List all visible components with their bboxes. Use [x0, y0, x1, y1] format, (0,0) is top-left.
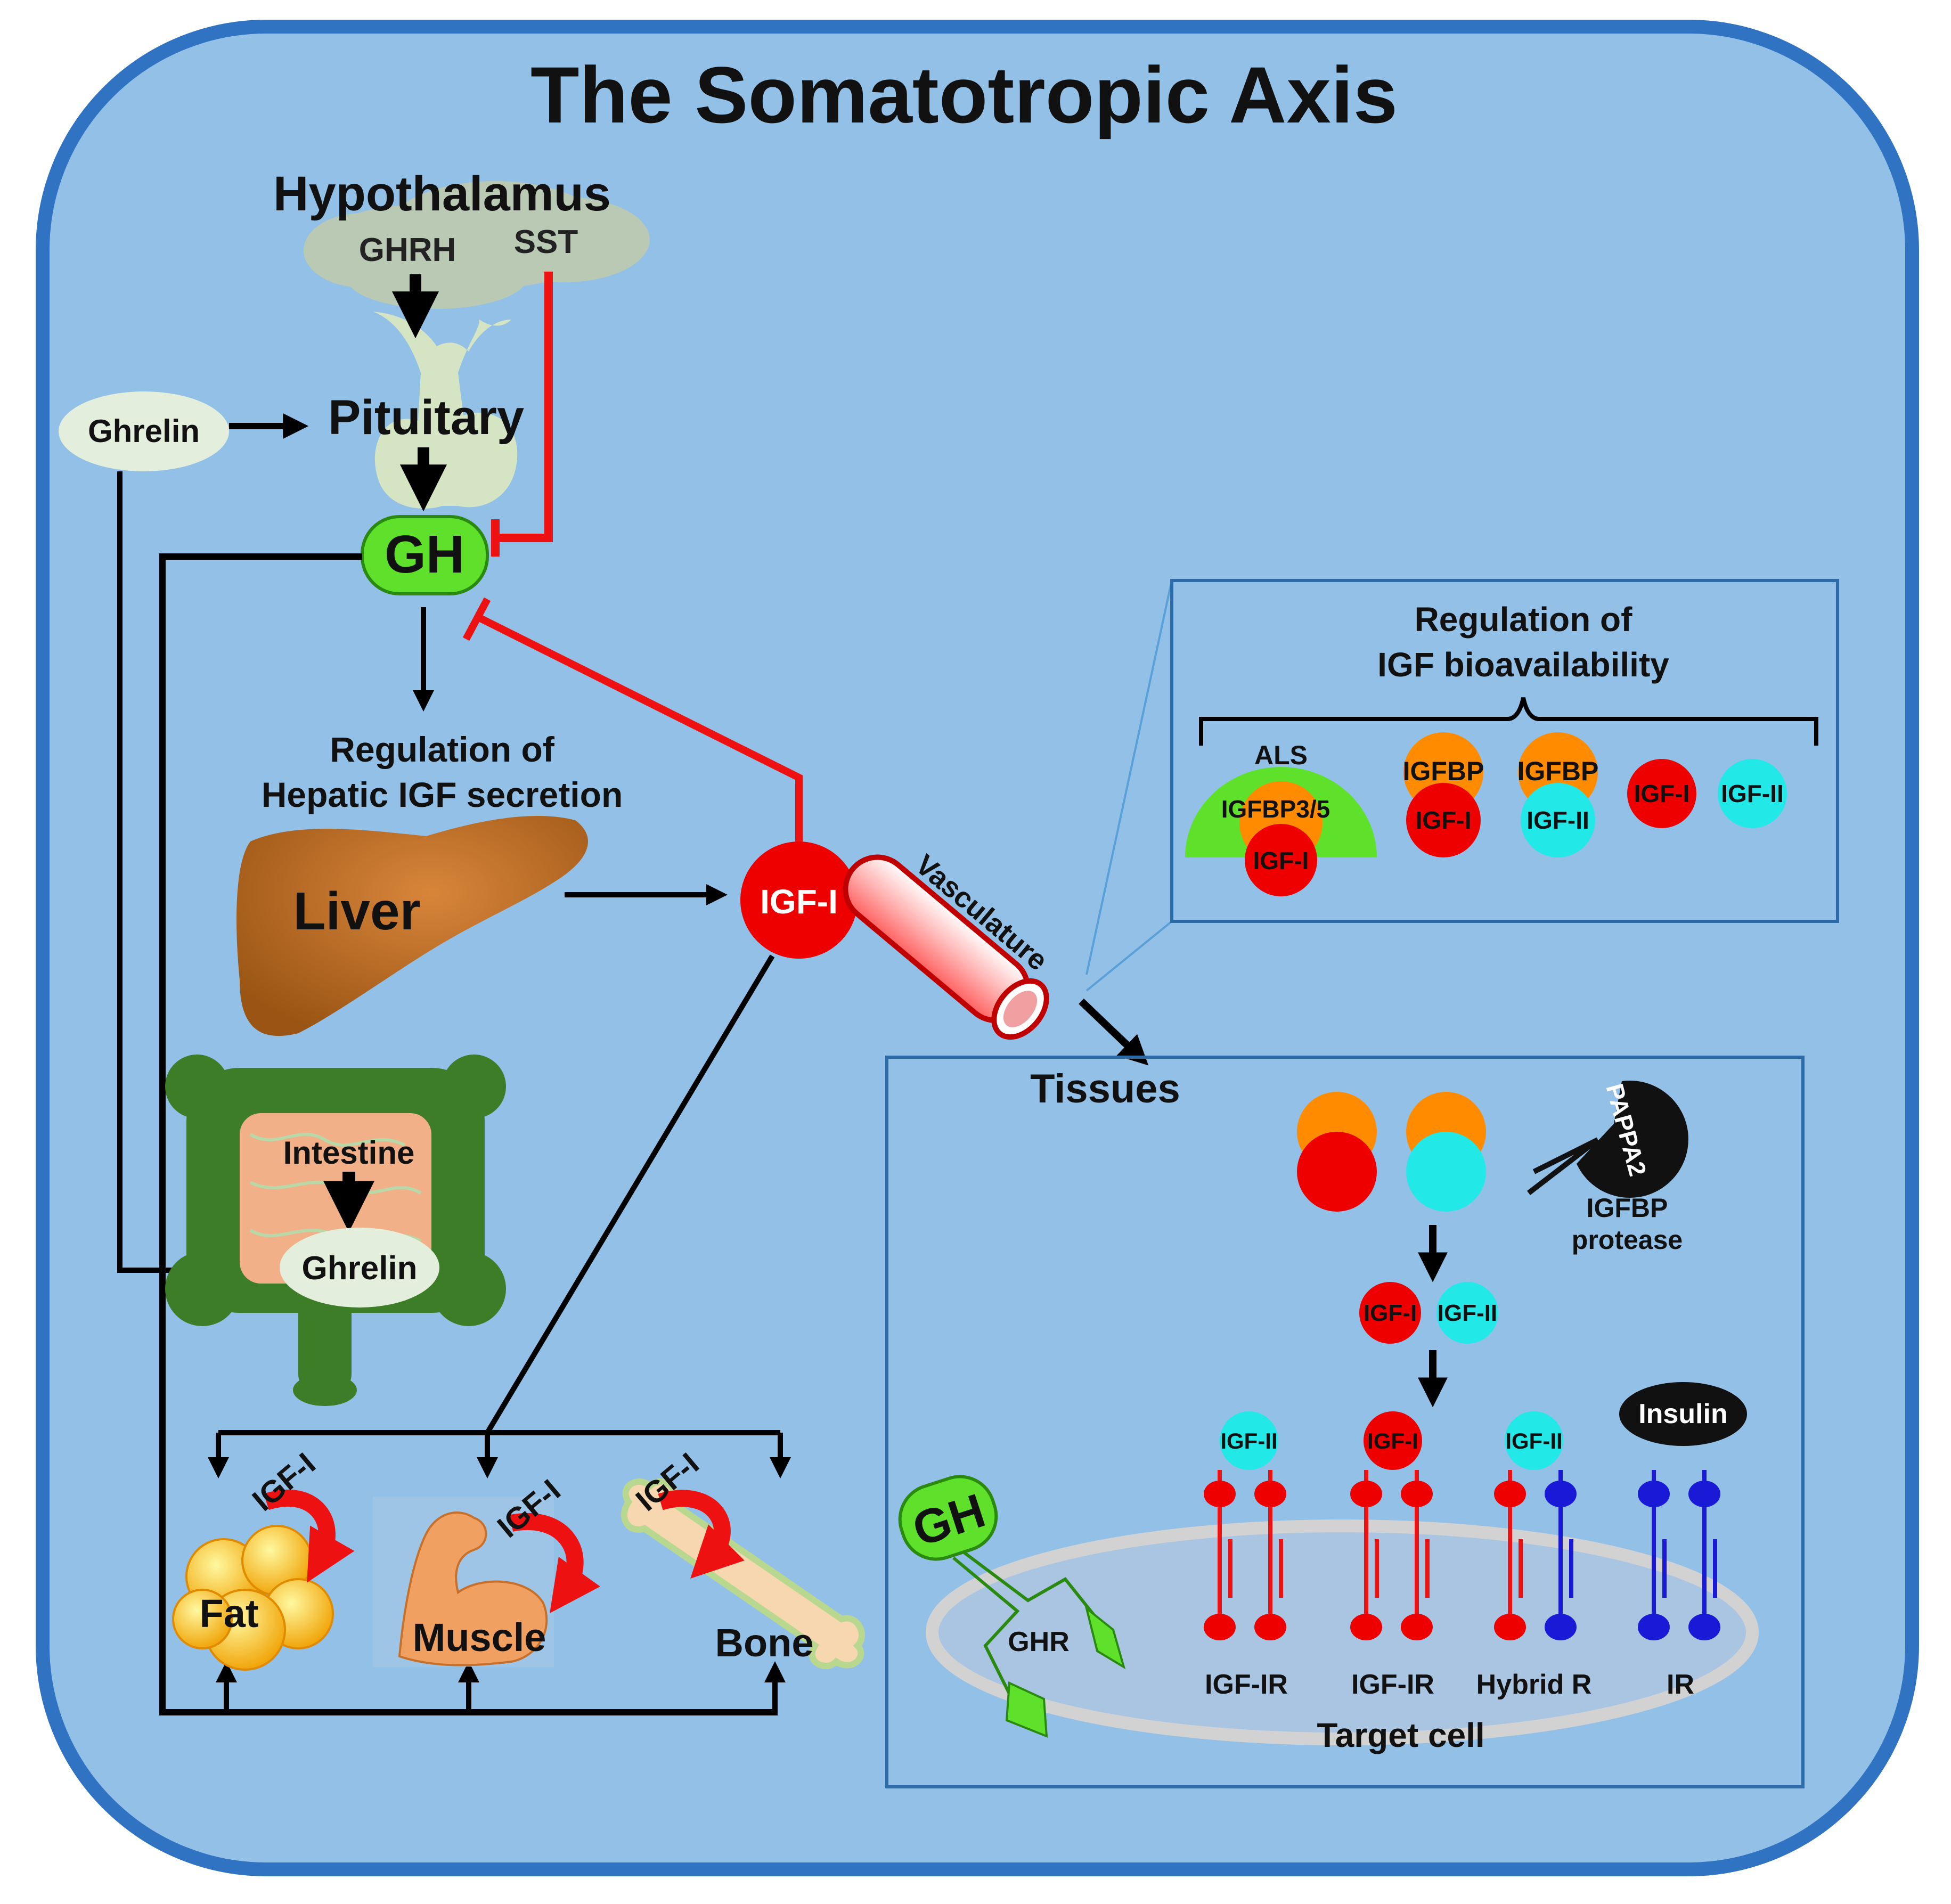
- hypothalamus-cloud: [304, 181, 650, 309]
- igf1-feedback-bar: [462, 597, 491, 641]
- fat-label: Fat: [200, 1591, 259, 1636]
- receptor-4-label: IR: [1667, 1669, 1694, 1700]
- ghrh-label: GHRH: [359, 232, 456, 268]
- igf2-b-label: IGF-II: [1526, 806, 1589, 834]
- bioavailability-line2: IGF bioavailability: [1377, 645, 1669, 684]
- receptor-hybrid-nodes: [1494, 1481, 1577, 1640]
- igf1-a-label: IGF-I: [1416, 806, 1472, 834]
- zoom-line-lower: [1085, 920, 1173, 992]
- sst-label: SST: [514, 224, 578, 260]
- receptor-ir-nodes: [1638, 1481, 1720, 1640]
- igfbp35-label: IGFBP3/5: [1221, 795, 1330, 823]
- fat-cells: [172, 1525, 334, 1671]
- hepatic-line2: Hepatic IGF secretion: [262, 775, 623, 814]
- igf1-main-circle: [740, 841, 858, 959]
- sst-inhibition-line: [495, 272, 553, 542]
- bioavailability-line1: Regulation of: [1415, 600, 1633, 639]
- intestine-label: Intestine: [283, 1135, 415, 1171]
- igf1-feedback-line: [477, 614, 803, 847]
- liver-shape: [236, 815, 588, 1036]
- tissue-free-igf1-circle: [1359, 1282, 1421, 1344]
- bioavailability-brace: [1199, 697, 1818, 746]
- bioavailability-panel: [1170, 579, 1839, 923]
- bone-label: Bone: [715, 1621, 814, 1665]
- ligand-r3-circle: [1505, 1411, 1563, 1470]
- free-igf1-circle: [1627, 759, 1696, 828]
- liver-label: Liver: [293, 881, 420, 941]
- protease-line1: IGFBP: [1587, 1193, 1668, 1223]
- free-igf1-label: IGF-I: [1634, 780, 1690, 807]
- igf2-b-circle: [1521, 783, 1595, 857]
- bone-autocrine-arrow: [658, 1490, 745, 1579]
- pituitary-label: Pituitary: [328, 390, 524, 445]
- free-igf2-label: IGF-II: [1721, 780, 1784, 807]
- diagram-title: The Somatotropic Axis: [530, 50, 1398, 140]
- ghrelin-top-ellipse: [59, 391, 229, 471]
- ghr-diamond-right: [1084, 1605, 1126, 1670]
- gh-label: GH: [385, 525, 464, 584]
- receptor-igf1r-1-nodes: [1204, 1481, 1286, 1640]
- tissue-free-igf2-circle: [1436, 1282, 1498, 1344]
- zoom-line-upper: [1085, 580, 1173, 975]
- ligand-r2-circle: [1364, 1411, 1422, 1470]
- pappa2-shape: [1577, 1080, 1688, 1198]
- igf1-main-label: IGF-I: [760, 882, 838, 921]
- receptor-2-label: IGF-IR: [1351, 1669, 1434, 1700]
- pappa2-scissors-icon: [1526, 1137, 1600, 1195]
- ghrelin-intestine-ellipse: [280, 1228, 439, 1308]
- igfbp-a-label: IGFBP: [1403, 756, 1484, 786]
- igf1-ternary-label: IGF-I: [1253, 847, 1309, 875]
- fat-autocrine-arrow: [263, 1489, 355, 1583]
- ligand-r4-label: Insulin: [1638, 1399, 1728, 1429]
- als-label: ALS: [1254, 740, 1308, 770]
- tissue-free-igf2-label: IGF-II: [1438, 1300, 1497, 1326]
- tissue-igf1-a-circle: [1297, 1132, 1377, 1212]
- igf1-to-muscle-line: [485, 954, 775, 1434]
- receptor-igf1r-2-nodes: [1350, 1481, 1433, 1640]
- target-cell-label: Target cell: [1317, 1716, 1484, 1754]
- igf1-ternary-circle: [1245, 824, 1317, 896]
- ghr-chain-right: [963, 1551, 1099, 1620]
- ligand-r1-circle: [1220, 1411, 1278, 1470]
- receptor-1-label: IGF-IR: [1205, 1669, 1288, 1700]
- target-cell-membrane: [926, 1519, 1759, 1745]
- receptor-3-label: Hybrid R: [1476, 1669, 1592, 1700]
- hepatic-line1: Regulation of: [330, 730, 555, 769]
- ligand-r2-label: IGF-I: [1367, 1428, 1418, 1453]
- ghr-diamond-left: [1005, 1681, 1048, 1738]
- tissue-free-igf1-label: IGF-I: [1364, 1300, 1417, 1326]
- muscle-label: Muscle: [413, 1615, 546, 1660]
- ligand-r1-label: IGF-II: [1220, 1428, 1277, 1453]
- tissue-gh-box: [898, 1475, 998, 1561]
- free-igf2-circle: [1718, 759, 1787, 828]
- pituitary-shape: [373, 312, 518, 509]
- ghrelin-intestine-label: Ghrelin: [301, 1250, 417, 1287]
- protease-line2: protease: [1572, 1225, 1683, 1255]
- vasculature-tube: [843, 854, 1049, 1040]
- ligand-r4-ellipse: [1619, 1382, 1747, 1446]
- ghr-chain-left: [952, 1556, 1020, 1700]
- ghrelin-top-label: Ghrelin: [88, 413, 200, 449]
- igf1-a-circle: [1406, 783, 1481, 857]
- tissues-panel: [885, 1056, 1805, 1788]
- ghr-label: GHR: [1008, 1627, 1070, 1657]
- ligand-r3-label: IGF-II: [1505, 1428, 1562, 1453]
- hypothalamus-label: Hypothalamus: [273, 167, 611, 221]
- igfbp-b-label: IGFBP: [1517, 756, 1599, 786]
- tissue-igf2-b-circle: [1406, 1132, 1486, 1212]
- vasculature-to-tissues-arrow: [1079, 998, 1149, 1066]
- tissues-label: Tissues: [1030, 1066, 1180, 1112]
- muscle-autocrine-arrow: [509, 1513, 600, 1614]
